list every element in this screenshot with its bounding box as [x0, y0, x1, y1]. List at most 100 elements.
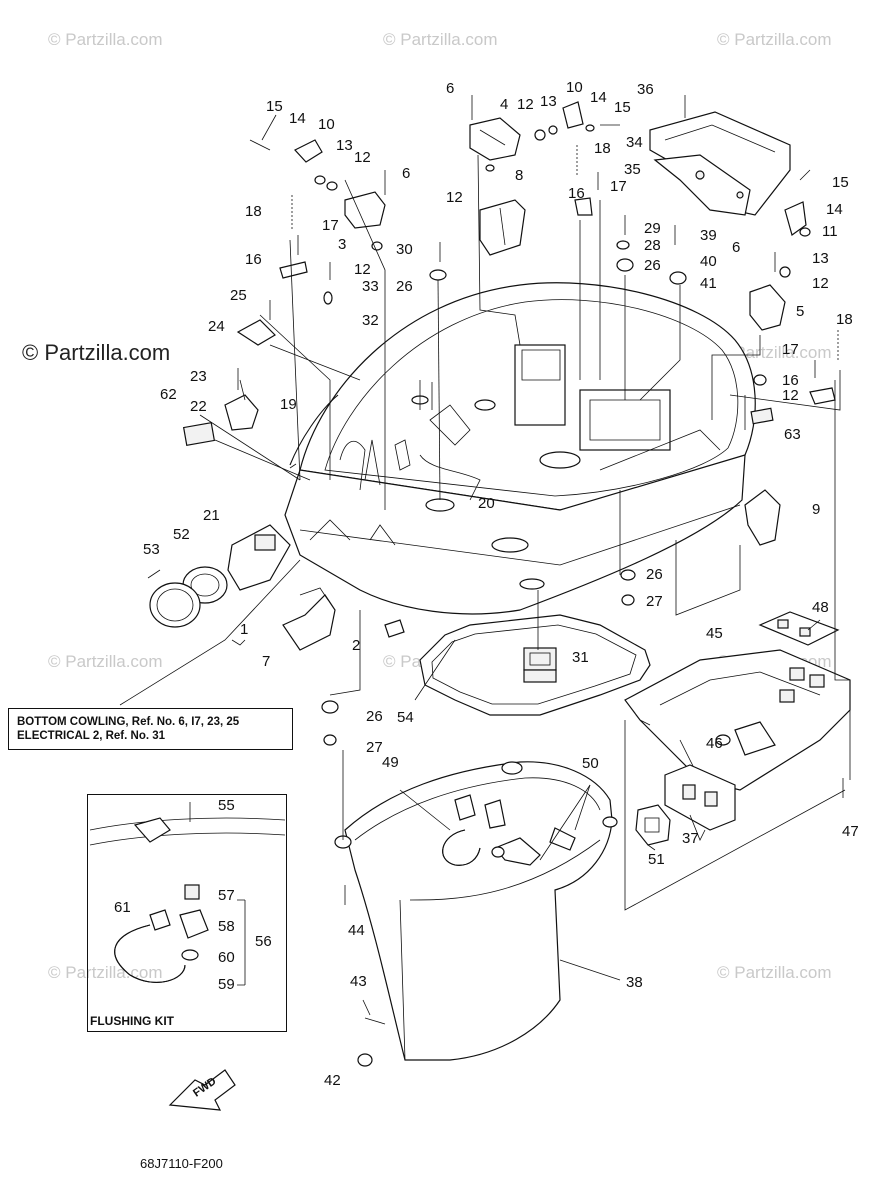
callout-ref-40: 40 [700, 253, 717, 270]
callout-ref-15: 15 [614, 99, 631, 116]
callout-ref-57: 57 [218, 887, 235, 904]
parts-7-2 [282, 587, 405, 651]
callout-ref-5: 5 [796, 303, 804, 320]
callout-ref-31: 31 [572, 649, 589, 666]
callout-ref-10: 10 [566, 79, 583, 96]
callout-ref-13: 13 [336, 137, 353, 154]
watermark-large: © Partzilla.com [22, 340, 170, 365]
grommet-31 [523, 647, 557, 683]
callout-ref-47: 47 [842, 823, 859, 840]
leader-lines [119, 114, 851, 1016]
callout-ref-37: 37 [682, 830, 699, 847]
callout-ref-18: 18 [594, 140, 611, 157]
watermark: © Partzilla.com [383, 30, 498, 49]
part-8 [479, 199, 526, 256]
callout-ref-24: 24 [208, 318, 225, 335]
callout-ref-26: 26 [396, 278, 413, 295]
callout-ref-18: 18 [245, 203, 262, 220]
callout-ref-34: 34 [626, 134, 643, 151]
callout-ref-42: 42 [324, 1072, 341, 1089]
watermark: © Partzilla.com [48, 652, 163, 671]
callout-ref-62: 62 [160, 386, 177, 403]
callout-ref-49: 49 [382, 754, 399, 771]
callout-ref-53: 53 [143, 541, 160, 558]
hose-49 [442, 794, 506, 866]
callout-ref-56: 56 [255, 933, 272, 950]
callout-ref-58: 58 [218, 918, 235, 935]
callout-ref-60: 60 [218, 949, 235, 966]
callout-ref-14: 14 [590, 89, 607, 106]
flushing-kit-label: FLUSHING KIT [90, 1014, 174, 1028]
callout-ref-28: 28 [644, 237, 661, 254]
callout-ref-16: 16 [568, 185, 585, 202]
callout-ref-29: 29 [644, 220, 661, 237]
springs [291, 145, 839, 360]
part-9 [744, 489, 781, 546]
callout-ref-12: 12 [354, 149, 371, 166]
callout-ref-11: 11 [822, 223, 838, 240]
watermark: © Partzilla.com [717, 30, 832, 49]
callout-ref-4: 4 [500, 96, 508, 113]
callout-ref-25: 25 [230, 287, 247, 304]
callout-ref-7: 7 [262, 653, 270, 670]
grommet-51 [635, 804, 671, 846]
callout-ref-26: 26 [366, 708, 383, 725]
washers [314, 124, 811, 1067]
callout-ref-2: 2 [352, 637, 360, 654]
reference-note-line-2: ELECTRICAL 2, Ref. No. 31 [17, 730, 166, 742]
bolts [189, 95, 844, 1025]
callout-ref-33: 33 [362, 278, 379, 295]
callout-ref-12: 12 [782, 387, 799, 404]
callout-ref-13: 13 [540, 93, 557, 110]
callout-ref-51: 51 [648, 851, 665, 868]
callout-ref-26: 26 [644, 257, 661, 274]
callout-ref-46: 46 [706, 735, 723, 752]
callout-ref-14: 14 [289, 110, 306, 127]
callout-ref-1: 1 [240, 621, 248, 638]
callout-ref-50: 50 [582, 755, 599, 772]
callout-ref-30: 30 [396, 241, 413, 258]
bottom-cowling-assembly [284, 282, 756, 615]
callout-ref-16: 16 [245, 251, 262, 268]
callout-ref-44: 44 [348, 922, 365, 939]
callout-ref-59: 59 [218, 976, 235, 993]
callout-ref-13: 13 [812, 250, 829, 267]
callout-ref-17: 17 [322, 217, 339, 234]
parts-21-52-53 [147, 524, 291, 628]
callout-ref-39: 39 [700, 227, 717, 244]
callout-ref-41: 41 [700, 275, 717, 292]
fwd-arrow: FWD [168, 1069, 236, 1111]
callout-ref-15: 15 [266, 98, 283, 115]
watermark: © Partzilla.com [717, 963, 832, 982]
diagram-code: 68J7110-F200 [140, 1156, 223, 1171]
callout-ref-17: 17 [782, 341, 799, 358]
mount-37 [664, 721, 776, 831]
callout-ref-12: 12 [517, 96, 534, 113]
callout-ref-61: 61 [114, 899, 131, 916]
plate-48 [758, 611, 840, 646]
callout-ref-12: 12 [812, 275, 829, 292]
callout-ref-16: 16 [782, 372, 799, 389]
callout-ref-52: 52 [173, 526, 190, 543]
callout-ref-8: 8 [515, 167, 523, 184]
reference-note-line-1: BOTTOM COWLING, Ref. No. 6, I7, 23, 25 [17, 716, 240, 728]
small-parts [182, 101, 836, 446]
flushing-kit-drawing [89, 817, 286, 983]
callout-ref-63: 63 [784, 426, 801, 443]
reference-note: BOTTOM COWLING, Ref. No. 6, I7, 23, 25 E… [8, 708, 293, 750]
callout-ref-12: 12 [446, 189, 463, 206]
callout-ref-6: 6 [732, 239, 740, 256]
callout-ref-27: 27 [646, 593, 663, 610]
lower-cover-38 [334, 761, 618, 1061]
callout-ref-17: 17 [610, 178, 627, 195]
callout-ref-54: 54 [397, 709, 414, 726]
callout-ref-21: 21 [203, 507, 220, 524]
callout-ref-43: 43 [350, 973, 367, 990]
callout-ref-14: 14 [826, 201, 843, 218]
callout-ref-20: 20 [478, 495, 495, 512]
callout-ref-45: 45 [706, 625, 723, 642]
callout-ref-19: 19 [280, 396, 297, 413]
